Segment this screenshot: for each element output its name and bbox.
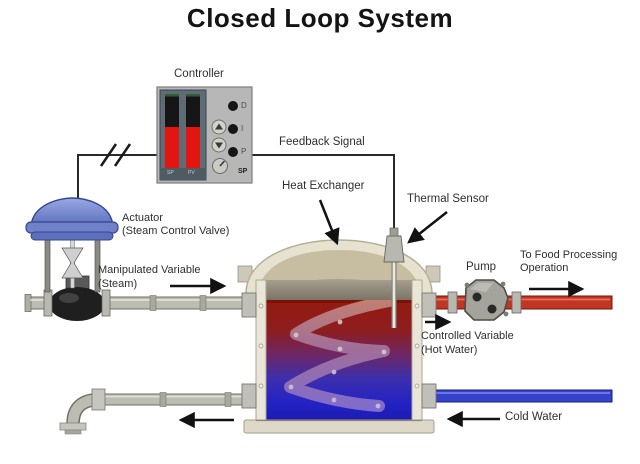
up-button[interactable] [211, 119, 227, 135]
bargraph-label-strip [160, 168, 206, 180]
p-button-label: P [241, 147, 247, 156]
pipe-end-flange [59, 422, 87, 431]
bargraph-level-sp [165, 127, 179, 168]
wire-break-icon [99, 143, 132, 167]
pump-flange [511, 291, 522, 314]
bargraph-level-pv [186, 127, 200, 168]
label-heat-exchanger: Heat Exchanger [282, 180, 365, 192]
bar-right-label: PV [188, 170, 195, 176]
sp-corner-label: SP [238, 168, 248, 175]
drain-pipe [59, 388, 259, 435]
label-cold-water: Cold Water [505, 411, 563, 423]
label-manipulated-line1: Manipulated Variable [98, 264, 201, 276]
d-button[interactable] [228, 101, 238, 111]
label-controlled-line1: Controlled Variable [421, 330, 514, 342]
feedback-signal-wire [252, 154, 395, 236]
down-button[interactable] [211, 137, 227, 153]
yoke-bar [44, 239, 51, 293]
hot-water-pipe [431, 291, 613, 314]
leader-arrows [318, 199, 448, 246]
cold-water-pipe [431, 389, 613, 403]
label-manipulated-line2: (Steam) [98, 278, 138, 290]
pipe-coupling [91, 388, 106, 411]
sensor-fitting [383, 235, 405, 263]
d-button-label: D [241, 101, 247, 110]
label-feedback-signal: Feedback Signal [279, 136, 365, 148]
setpoint-knob[interactable] [212, 158, 228, 174]
p-button[interactable] [228, 147, 238, 157]
actuator [25, 197, 119, 293]
label-food-line2: Operation [520, 262, 569, 274]
label-actuator-line2: (Steam Control Valve) [122, 225, 230, 237]
valve-flange [101, 289, 111, 317]
thermal-sensor-probe [383, 227, 405, 328]
controller-to-actuator-wire [77, 143, 157, 212]
controller-unit [156, 86, 253, 184]
actuator-dome [30, 197, 114, 227]
label-controlled-line2: (Hot Water) [421, 344, 478, 356]
label-actuator-line1: Actuator [122, 212, 163, 224]
heat-exchanger-tank [237, 227, 441, 434]
tank-wall-left [255, 279, 267, 423]
valve-flange [43, 289, 53, 317]
tank-base [243, 419, 435, 434]
stem-linkage [61, 247, 84, 279]
flow-arrows [170, 277, 585, 429]
page-title: Closed Loop System [186, 3, 454, 33]
label-pump: Pump [466, 261, 497, 273]
label-thermal-sensor: Thermal Sensor [407, 193, 489, 205]
pump-body [464, 279, 509, 321]
bar-left-label: SP [167, 170, 174, 176]
tank-headspace [266, 280, 412, 301]
tank-lugs [241, 292, 437, 409]
pump-flange [447, 291, 458, 314]
down-arrow-icon [215, 142, 223, 149]
wall-bolts [258, 303, 420, 389]
label-food-line1: To Food Processing [520, 249, 618, 261]
i-button[interactable] [228, 124, 238, 134]
label-controller: Controller [174, 68, 224, 80]
thermal-sensor-pointer [407, 211, 448, 244]
i-button-label: I [241, 124, 244, 133]
heat-exchanger-pointer [318, 199, 340, 246]
coil-rivets [288, 319, 387, 409]
up-arrow-icon [215, 123, 223, 130]
